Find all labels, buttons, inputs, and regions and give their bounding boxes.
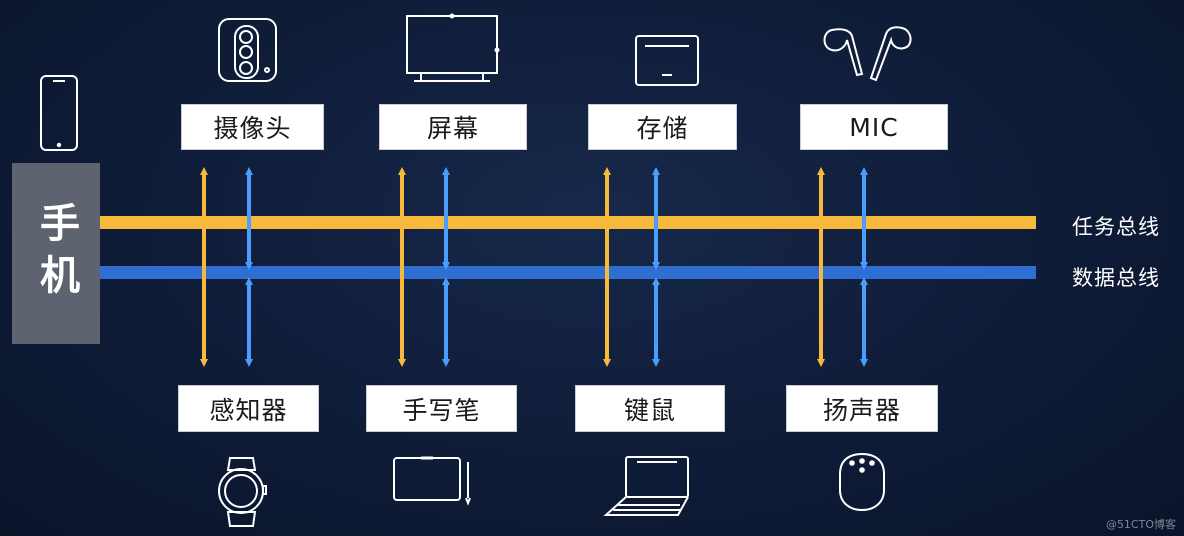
phone-box: 手机 [12, 163, 100, 344]
task-bus-label: 任务总线 [1072, 215, 1160, 239]
task-bus-line [100, 216, 1036, 229]
watermark: @51CTO博客 [1105, 518, 1176, 531]
data-bus-line [100, 266, 1036, 279]
phone-icon [40, 75, 78, 151]
speaker-box: 扬声器 [786, 385, 938, 432]
stylus-box: 手写笔 [366, 385, 517, 432]
camera-box: 摄像头 [181, 104, 324, 150]
storage-box: 存储 [588, 104, 737, 150]
speaker-icon [839, 452, 885, 512]
mic-box: MIC [800, 104, 948, 150]
earbuds-icon [823, 26, 912, 82]
sensor-box: 感知器 [178, 385, 319, 432]
monitor-icon [406, 13, 500, 82]
smartwatch-icon [218, 457, 267, 527]
camera-icon [218, 18, 277, 82]
tablet-pen-icon [393, 456, 471, 506]
phone-label: 手机 [33, 201, 79, 306]
data-bus-label: 数据总线 [1072, 266, 1160, 290]
keyboard-icon [603, 456, 689, 516]
screen-box: 屏幕 [379, 104, 527, 150]
storage-icon [635, 35, 699, 86]
keyboard-mouse-box: 键鼠 [575, 385, 725, 432]
